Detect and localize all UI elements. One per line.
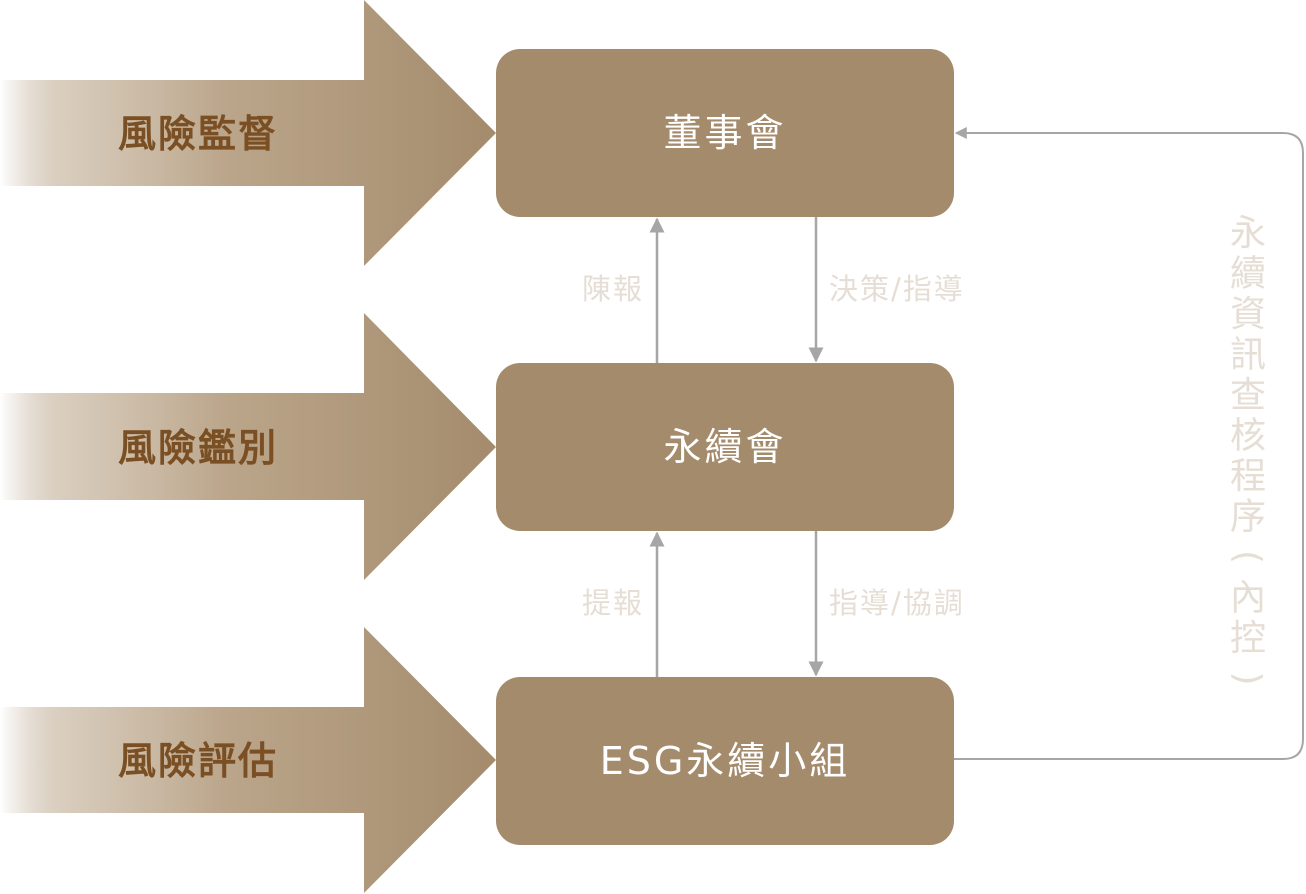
- node-committee: 永續會: [496, 363, 954, 531]
- feedback-label-char: 查: [1230, 375, 1266, 416]
- flow-label: 提報: [582, 586, 644, 620]
- flow-report-up: 陳報: [582, 217, 665, 363]
- flow-guidance-down: 指導/協調: [808, 531, 965, 677]
- node-box: [496, 49, 954, 217]
- node-label: ESG永續小組: [600, 739, 851, 783]
- arrow-shape: [0, 627, 496, 893]
- node-box: [496, 363, 954, 531]
- node-esg-group: ESG永續小組: [496, 677, 954, 845]
- flow-label: 陳報: [582, 272, 644, 306]
- feedback-label-char: 永: [1230, 213, 1266, 254]
- feedback-label-char: 核: [1230, 416, 1266, 457]
- feedback-label-char: ): [1227, 671, 1268, 685]
- input-label: 風險監督: [118, 112, 278, 156]
- input-label: 風險鑑別: [118, 426, 278, 470]
- feedback-label-char: 序: [1230, 497, 1266, 538]
- feedback-label-char: 程: [1230, 456, 1266, 497]
- flow-decision-down: 決策/指導: [808, 217, 965, 363]
- input-arrow-risk-assessment: 風險評估: [0, 627, 496, 893]
- feedback-label-char: (: [1227, 550, 1268, 564]
- feedback-label-char: 訊: [1230, 335, 1266, 376]
- arrow-shape: [0, 0, 496, 266]
- flow-label: 決策/指導: [829, 272, 965, 306]
- node-label: 董事會: [663, 111, 786, 155]
- feedback-label-char: 內: [1230, 578, 1266, 619]
- node-board: 董事會: [496, 49, 954, 217]
- feedback-label-char: 控: [1230, 618, 1266, 659]
- feedback-label-char: 續: [1230, 254, 1266, 295]
- flow-submit-up: 提報: [582, 531, 665, 677]
- input-arrow-risk-oversight: 風險監督: [0, 0, 496, 266]
- flow-label: 指導/協調: [829, 586, 965, 620]
- feedback-label-char: 資: [1230, 294, 1266, 335]
- feedback-connector: [954, 127, 1304, 760]
- input-label: 風險評估: [118, 739, 278, 783]
- node-box: [496, 677, 954, 845]
- input-arrow-risk-identification: 風險鑑別: [0, 313, 496, 580]
- node-label: 永續會: [663, 425, 786, 469]
- arrow-shape: [0, 313, 496, 580]
